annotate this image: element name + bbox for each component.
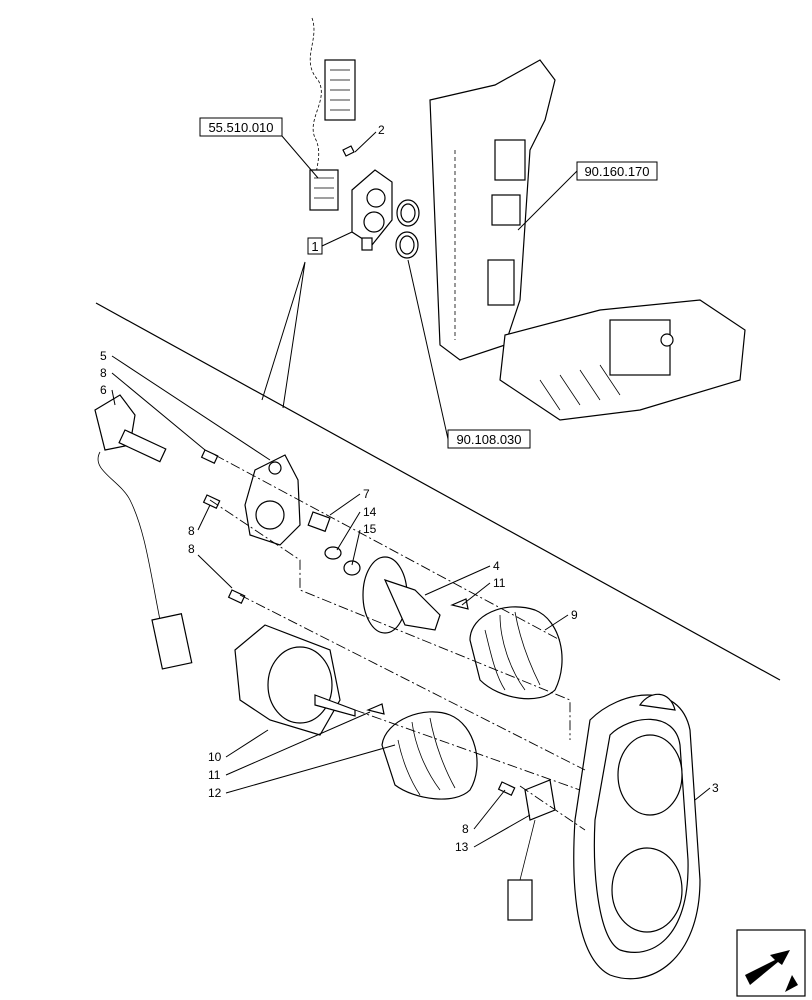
screw-8a (200, 449, 219, 464)
bracket-5 (244, 454, 301, 546)
callout-6: 6 (100, 383, 107, 397)
switch-module-top (351, 169, 393, 251)
callout-15: 15 (363, 522, 377, 536)
ref-box-55510010: 55.510.010 (199, 117, 283, 137)
callout-14: 14 (363, 505, 377, 519)
ref-box-90108030: 90.108.030 (447, 429, 531, 449)
callout-13: 13 (455, 840, 469, 854)
screw-8d (497, 781, 516, 796)
callout-12: 12 (208, 786, 222, 800)
knob-9 (469, 606, 563, 700)
wire-harness (309, 17, 356, 211)
ref-box-90160170: 90.160.170 (576, 161, 658, 181)
callout-9: 9 (571, 608, 578, 622)
callout-8-top: 8 (100, 366, 107, 380)
callout-8-low: 8 (188, 542, 195, 556)
next-page-arrow-icon[interactable] (736, 929, 806, 997)
knob-12 (381, 711, 478, 800)
clip-11a (450, 598, 469, 610)
callout-4: 4 (493, 559, 500, 573)
svg-text:90.160.170: 90.160.170 (584, 164, 649, 179)
svg-text:55.510.010: 55.510.010 (208, 120, 273, 135)
callout-1-box: 1 (307, 237, 323, 255)
callout-8-right: 8 (462, 822, 469, 836)
svg-text:1: 1 (311, 239, 318, 254)
callout-11-low: 11 (208, 768, 221, 782)
callout-8-mid: 8 (188, 524, 195, 538)
spacer-15 (343, 560, 361, 576)
callout-11-top: 11 (493, 576, 506, 590)
callout-10: 10 (208, 750, 222, 764)
callout-5: 5 (100, 349, 107, 363)
separator-line (95, 302, 781, 681)
callout-7: 7 (363, 487, 370, 501)
callout-3: 3 (712, 781, 719, 795)
svg-text:90.108.030: 90.108.030 (456, 432, 521, 447)
screw-8c (227, 589, 246, 604)
potentiometer-10 (234, 624, 356, 736)
callout-2: 2 (378, 123, 385, 137)
bushing-7 (307, 511, 331, 533)
seal-rings-top (395, 199, 420, 259)
clip-11b (366, 703, 385, 715)
console-panel (429, 59, 746, 421)
shaft-4 (362, 556, 441, 634)
sensor-with-cable (94, 394, 193, 670)
bracket-13 (507, 779, 556, 921)
housing-3 (573, 693, 701, 980)
washer-14 (324, 546, 342, 560)
